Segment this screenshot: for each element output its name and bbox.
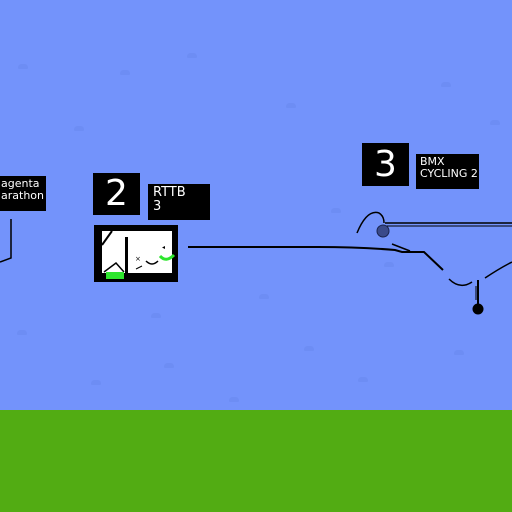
level-1-title-line2: arathon	[1, 189, 44, 202]
level-2-thumbnail[interactable]: × ◂	[94, 225, 178, 282]
cloud-puff	[259, 294, 269, 299]
cloud-puff	[286, 103, 296, 108]
level-2-title-line1: RTTB	[153, 185, 186, 200]
level-2-thumbnail-screen	[102, 231, 172, 273]
cloud-puff	[490, 120, 500, 125]
cloud-puff	[74, 126, 84, 131]
level-3-exit-ramp	[484, 261, 512, 279]
level-3-slope	[391, 243, 411, 252]
level-3-number[interactable]: 3	[362, 143, 409, 186]
grass-ground	[0, 410, 512, 512]
cloud-puff	[151, 313, 161, 318]
cloud-puff	[120, 70, 130, 75]
svg-text:×: ×	[135, 255, 141, 263]
level-3-dip	[448, 278, 473, 287]
cloud-puff	[304, 346, 314, 351]
cloud-puff	[331, 208, 341, 213]
cloud-puff	[17, 330, 27, 335]
cloud-puff	[91, 380, 101, 385]
level-3-title-box[interactable]: BMX CYCLING 2	[416, 154, 479, 189]
level-3-end-marker[interactable]	[472, 303, 484, 315]
level-2-track	[188, 246, 444, 271]
cloud-puff	[358, 377, 368, 382]
level-2-number[interactable]: 2	[93, 173, 140, 215]
level-1-title-box[interactable]: agenta arathon	[0, 176, 46, 211]
level-1-track	[0, 219, 12, 263]
cloud-puff	[229, 397, 239, 402]
cloud-puff	[164, 363, 174, 368]
cloud-puff	[187, 53, 197, 58]
cloud-puff	[454, 350, 464, 355]
cloud-puff	[384, 262, 394, 267]
cloud-puff	[441, 82, 451, 87]
level-2-title-box[interactable]: RTTB 3	[148, 184, 210, 220]
level-3-start-marker[interactable]	[376, 224, 390, 238]
level-1-title-line1: agenta	[1, 177, 40, 190]
cloud-puff	[18, 64, 28, 69]
level-3-ramp	[356, 211, 385, 234]
level-2-title-line2: 3	[153, 199, 162, 214]
level-3-title-line1: BMX	[420, 155, 445, 168]
svg-text:◂: ◂	[162, 244, 165, 251]
level-3-title-line2: CYCLING 2	[420, 167, 478, 180]
level-2-thumbnail-art: × ◂	[101, 230, 176, 279]
sky-background	[0, 0, 512, 410]
